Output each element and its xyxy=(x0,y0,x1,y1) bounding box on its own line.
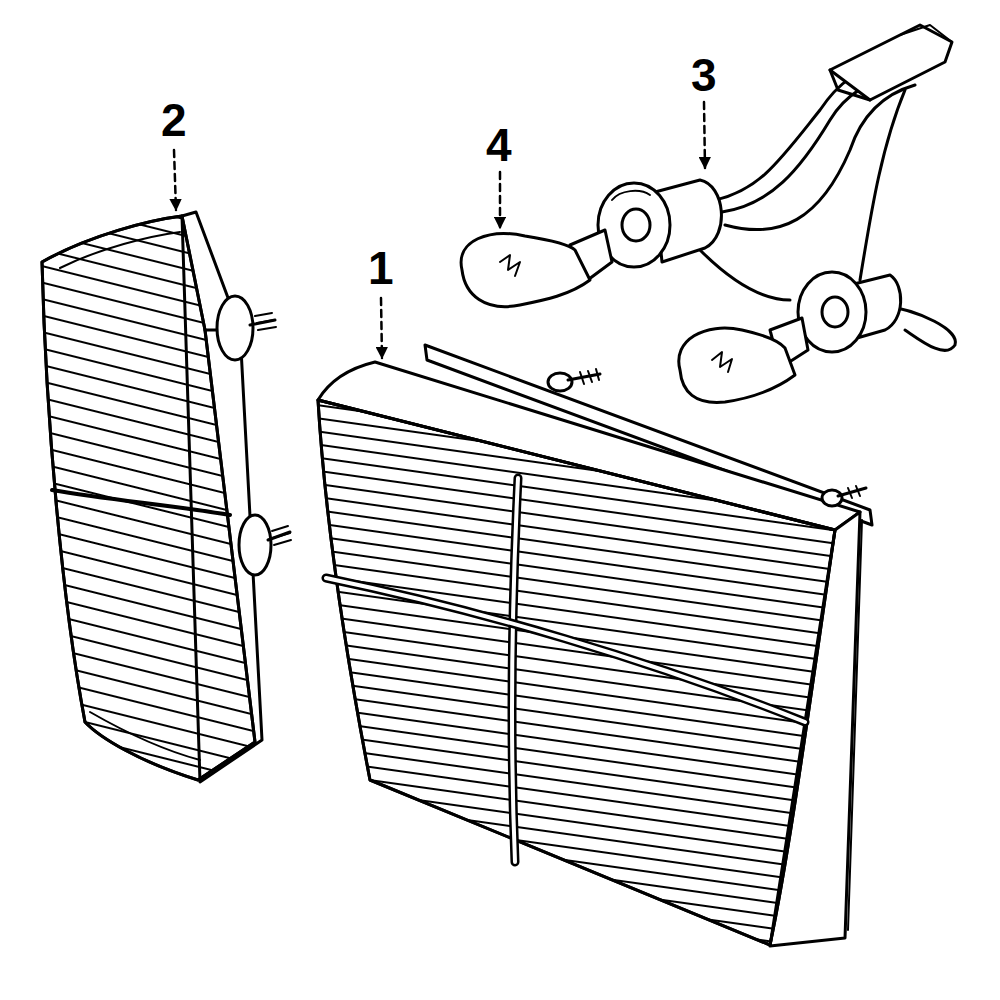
callout-number: 1 xyxy=(368,245,394,291)
socket-harness xyxy=(461,25,955,402)
leader-lines xyxy=(174,102,705,358)
side-lamp xyxy=(42,212,291,782)
callout-number: 3 xyxy=(691,52,717,98)
callout-number: 4 xyxy=(486,122,512,168)
callout-number: 2 xyxy=(161,97,187,143)
main-lamp xyxy=(318,345,872,946)
